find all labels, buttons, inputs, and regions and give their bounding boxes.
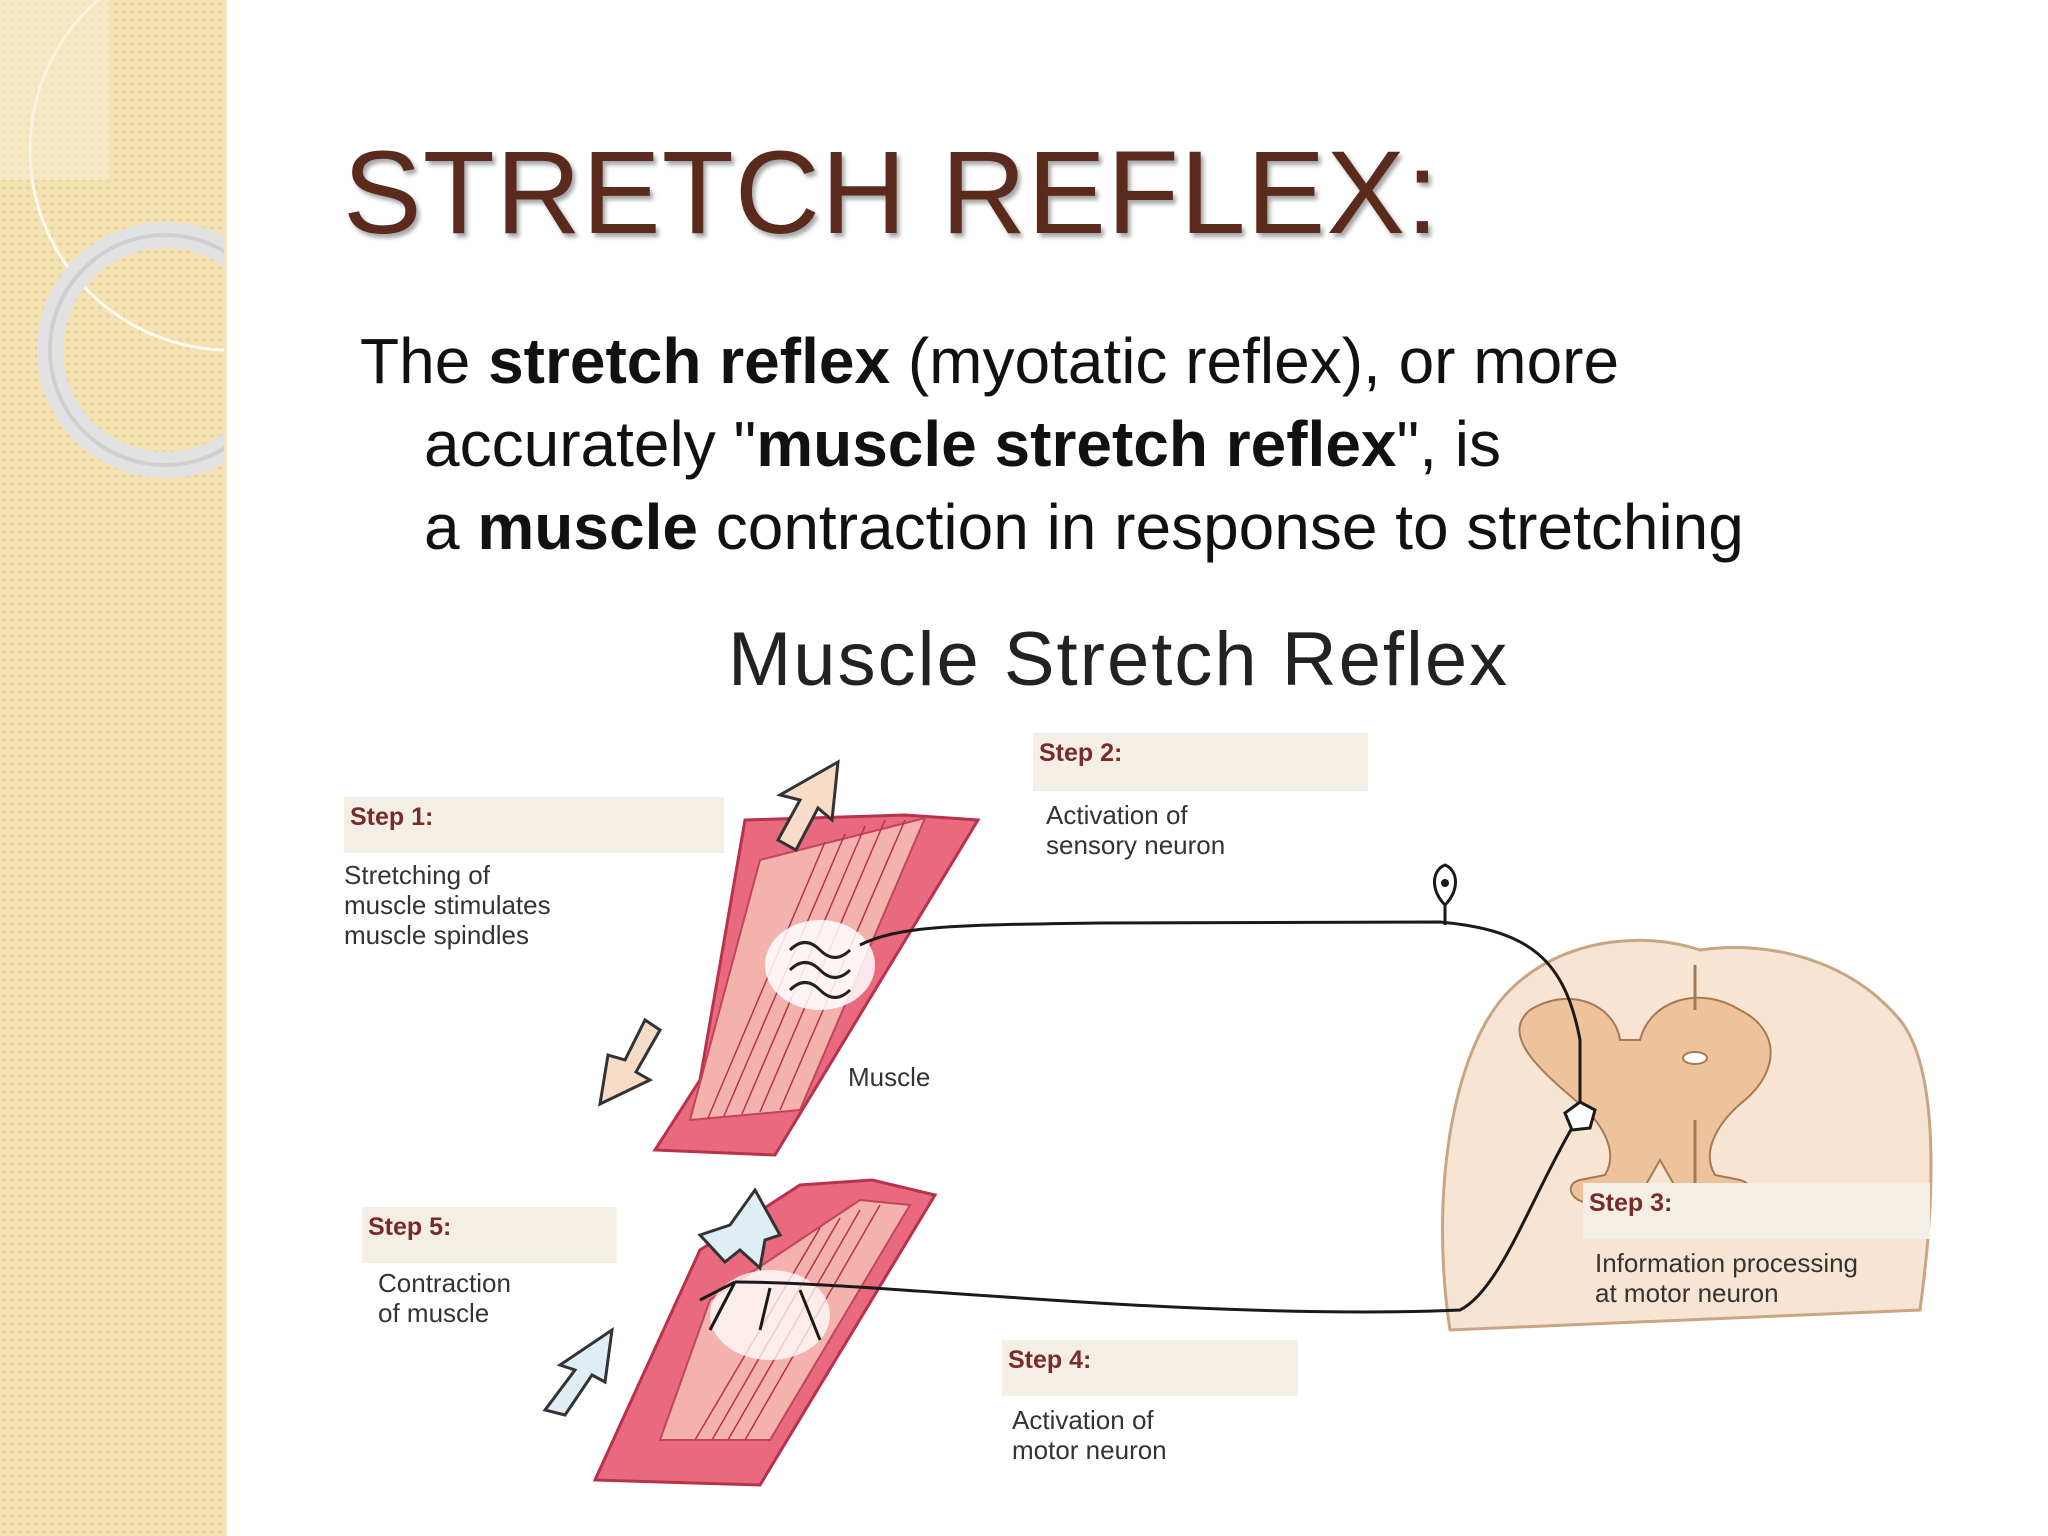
step-3-label: Step 3: — [1583, 1183, 1930, 1239]
stretched-muscle — [652, 813, 981, 1157]
step-1-label: Step 1: — [344, 797, 724, 853]
decorative-sidebar — [0, 0, 226, 1536]
step-4-description: Activation of motor neuron — [1012, 1405, 1167, 1465]
step-4-label: Step 4: — [1002, 1340, 1298, 1396]
motor-neuron — [734, 1127, 1574, 1314]
step-1-description: Stretching of muscle stimulates muscle s… — [344, 860, 551, 950]
contract-arrow-lower — [542, 1326, 614, 1417]
body-line-2: accurately "muscle stretch reflex", is — [424, 408, 1501, 480]
slide-title: STRETCH REFLEX: — [343, 127, 1440, 259]
stretch-reflex-diagram — [542, 759, 1933, 1487]
figure-title: Muscle Stretch Reflex — [728, 617, 1510, 702]
motor-neuron-body — [1563, 1100, 1597, 1132]
stretch-arrow-up — [775, 759, 840, 853]
sidebar-divider — [224, 0, 227, 1536]
body-paragraph: The stretch reflex (myotatic reflex), or… — [360, 320, 1920, 569]
stretch-arrow-down — [598, 1017, 662, 1107]
decorative-rings — [0, 0, 226, 478]
contract-arrow-upper — [697, 1187, 783, 1271]
muscle-label: Muscle — [848, 1062, 931, 1092]
body-line-3: a muscle contraction in response to stre… — [424, 491, 1744, 563]
body-line-1: The stretch reflex (myotatic reflex), or… — [360, 325, 1620, 397]
step-2-label: Step 2: — [1033, 733, 1368, 791]
step-2-description: Activation of sensory neuron — [1046, 800, 1226, 860]
step-5-description: Contraction of muscle — [378, 1268, 511, 1328]
step-3-description: Information processing at motor neuron — [1595, 1248, 1859, 1308]
sensory-neuron — [859, 920, 1582, 1115]
step-5-label: Step 5: — [362, 1207, 617, 1263]
